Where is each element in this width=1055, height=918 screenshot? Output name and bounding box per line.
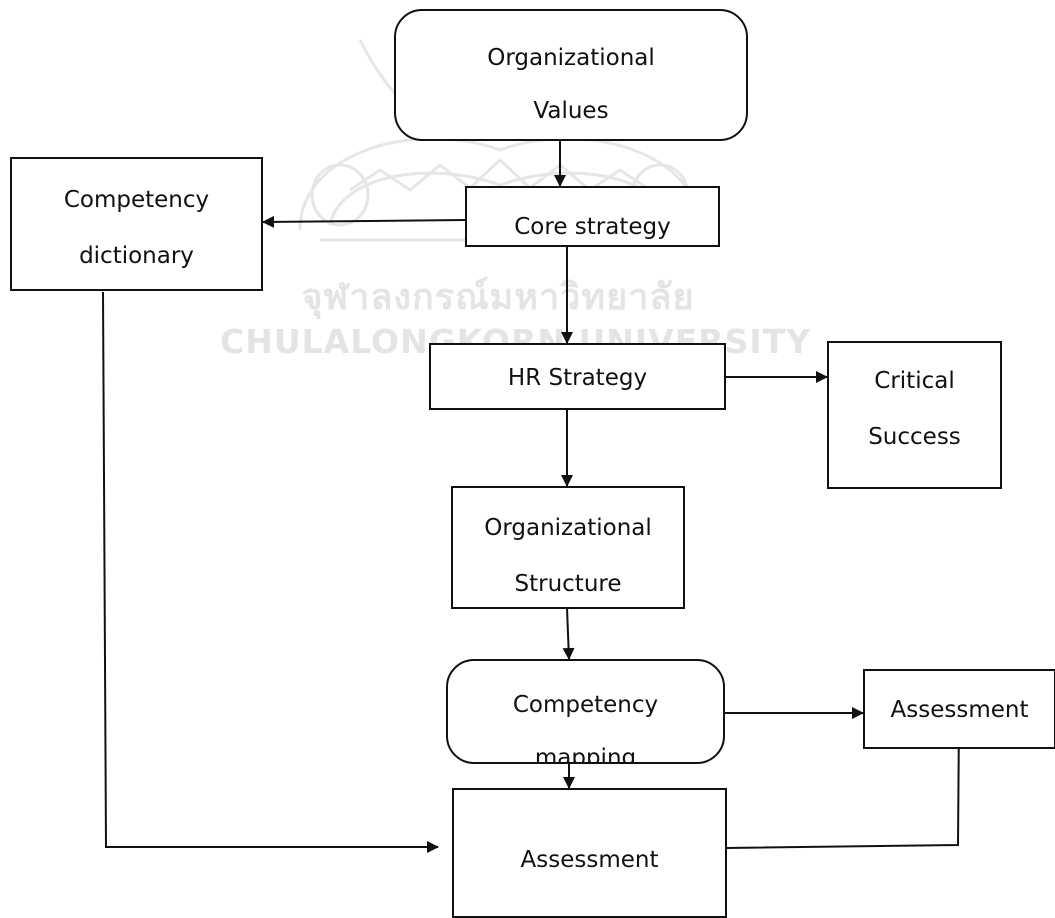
node-hr-strategy-line1: HR Strategy	[507, 365, 648, 391]
node-competency-dictionary: Competency dictionary	[10, 157, 263, 291]
node-organizational-structure-line2: Structure	[514, 571, 622, 597]
node-critical-success-line1: Critical	[874, 368, 955, 394]
node-assessment-bottom-line1: Assessment	[520, 847, 659, 873]
node-core-strategy-line1: Core strategy	[514, 214, 671, 240]
node-competency-mapping-line2: mapping	[534, 745, 637, 764]
arrow-structure-to-mapping	[562, 607, 575, 660]
node-assessment-right-line1: Assessment	[890, 697, 1029, 723]
node-critical-success-line2: Success	[868, 424, 961, 450]
node-competency-mapping: Competency mapping	[446, 659, 725, 764]
arrow-dictionary-to-assessment	[102, 291, 439, 853]
node-assessment-bottom: Assessment	[452, 788, 727, 918]
node-organizational-structure: Organizational Structure	[451, 486, 685, 609]
node-competency-dictionary-line2: dictionary	[79, 243, 194, 269]
node-organizational-values: Organizational Values	[394, 9, 748, 141]
node-assessment-right: Assessment	[863, 669, 1055, 749]
arrow-core-to-dictionary	[262, 215, 467, 228]
node-hr-strategy: HR Strategy	[429, 343, 726, 410]
node-organizational-values-line1: Organizational	[487, 45, 655, 71]
line-assessment-right-to-bottom	[726, 715, 960, 849]
node-organizational-values-line2: Values	[533, 98, 609, 124]
node-organizational-structure-line1: Organizational	[484, 515, 652, 541]
node-critical-success: Critical Success	[827, 341, 1002, 489]
node-competency-mapping-line1: Competency	[512, 692, 659, 718]
node-core-strategy: Core strategy	[465, 186, 720, 247]
node-competency-dictionary-line1: Competency	[63, 187, 210, 213]
